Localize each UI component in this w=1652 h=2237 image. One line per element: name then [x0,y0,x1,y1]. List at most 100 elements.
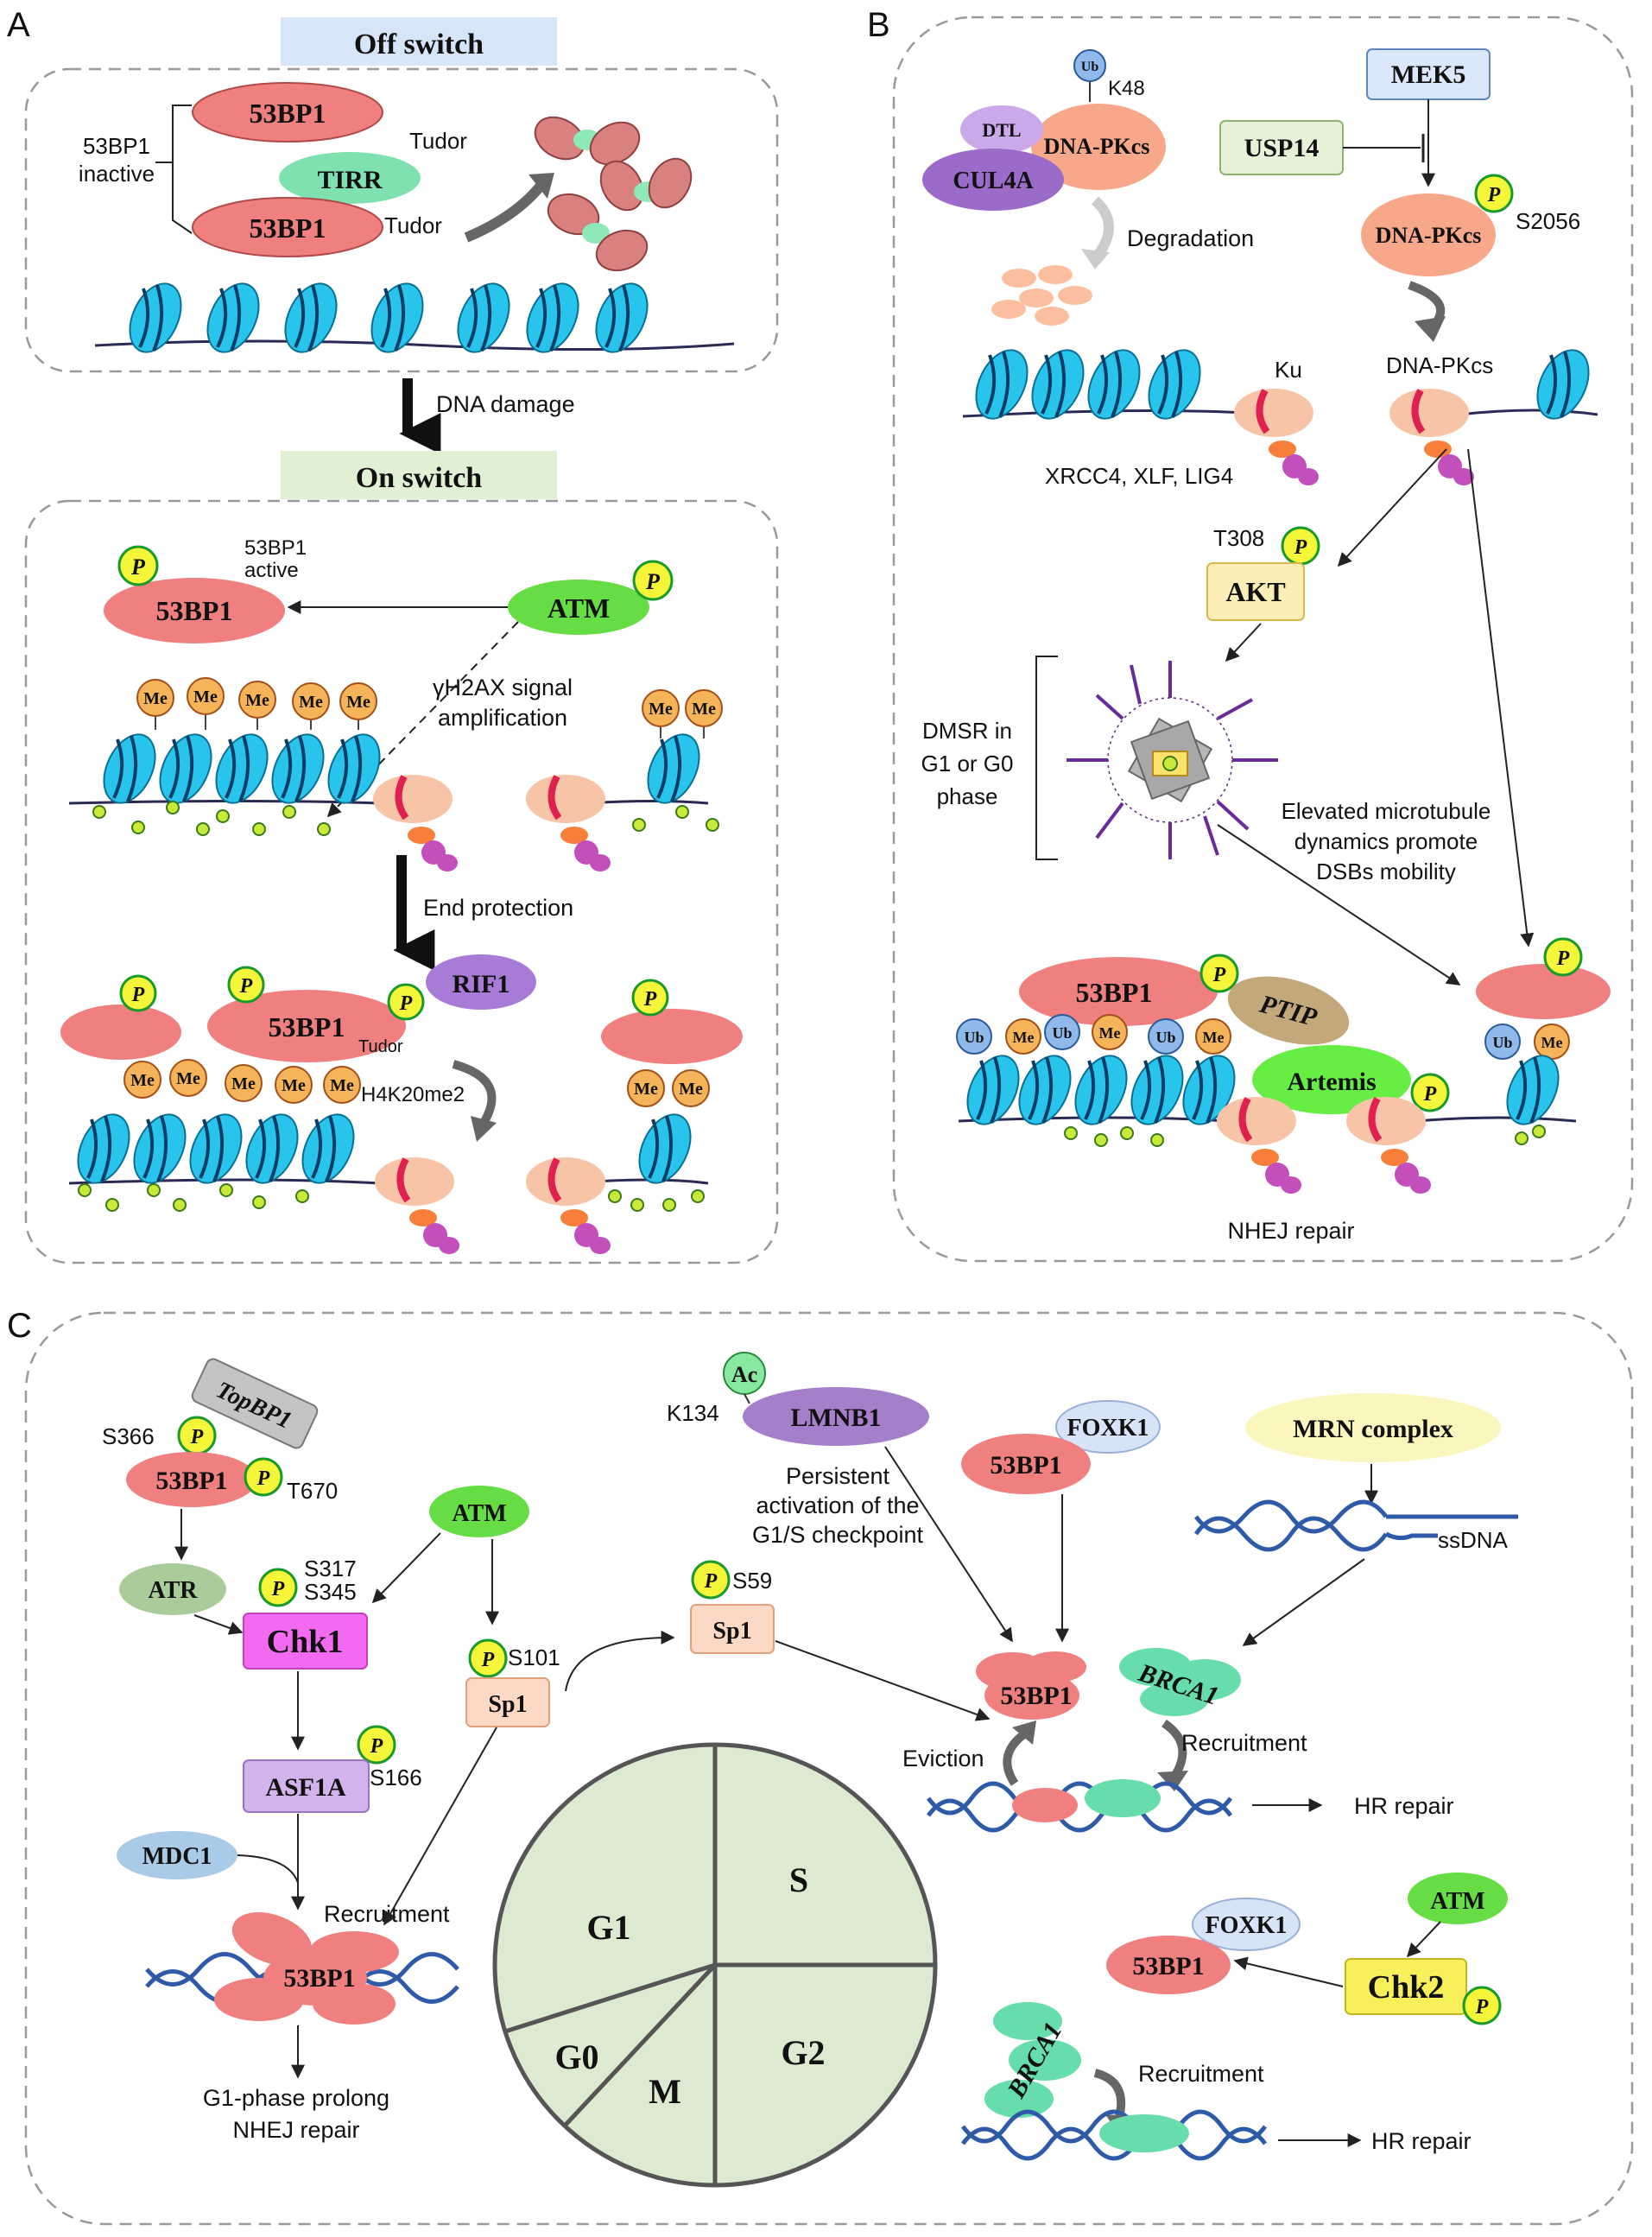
chk2-box [1345,1958,1467,2015]
mrn-label: MRN complex [1293,1415,1453,1443]
active-label-1: 53BP1 [244,536,307,560]
lmnb1-protein [743,1387,929,1446]
phospho-bound-right [631,979,669,1017]
dmsr-bracket [1035,656,1058,860]
dna-helix-center [926,1781,1233,1833]
svg-text:Me: Me [634,1080,658,1099]
53bp1-c-bottom-label: 53BP1 [1132,1952,1204,1980]
s166-label: S166 [370,1765,422,1790]
svg-text:Me: Me [299,693,323,712]
ub-label-top: Ub [1081,60,1099,74]
svg-text:Me: Me [1203,1029,1225,1046]
rif1-label: RIF1 [453,970,510,998]
akt-to-dmsr-arrow [1225,623,1262,662]
svg-text:Me: Me [1099,1024,1121,1042]
chk1-label: Chk1 [267,1624,344,1660]
nhej-label-b: NHEJ repair [1227,1218,1354,1244]
h2ax-dots-b [1064,1125,1546,1147]
akt-box [1206,562,1305,621]
53bp1-top-inactive [192,82,383,143]
s101-label: S101 [508,1644,560,1670]
gh2ax-label-1: γH2AX signal [433,675,573,700]
cul4a-protein [922,149,1064,211]
phospho-53bp1-b-right-label: P [1556,947,1570,970]
chk2-to-53bp1-arrow [1233,1956,1344,1987]
svg-text:Ub: Ub [1155,1029,1175,1046]
dna-helix-mrn [1193,1499,1389,1552]
mdc1-protein [117,1831,237,1879]
brca1-on-dna-center [1085,1779,1161,1817]
dnapk-to-53bp1-arrow [1467,448,1535,947]
svg-text:Me: Me [231,1074,256,1093]
pie-label-m: M [649,2072,681,2111]
sp1-left-label: Sp1 [488,1691,527,1718]
atm-protein-c1 [429,1486,529,1537]
sp1-to-recruitment-arrow [383,1727,497,1926]
svg-text:Me: Me [1541,1034,1563,1051]
brca1-recruit-arrowhead [1157,1771,1188,1791]
sp1-box-right [690,1604,775,1654]
dna-helix-bottom [960,2109,1268,2161]
panel-label-a: A [7,6,30,44]
dissociation-arrowhead [529,173,554,199]
53bp1-bound-left [60,1004,181,1060]
rif1-protein [426,954,536,1010]
dna-pk-complex-b [1234,389,1474,485]
chk2-label: Chk2 [1368,1969,1445,2006]
hr-repair-label-top: HR repair [1354,1793,1454,1819]
degradation-label: Degradation [1127,225,1254,251]
phospho-bound-left [119,974,157,1012]
dmsr-label-1: DMSR in [922,718,1012,744]
atr-to-chk1-arrow [193,1614,244,1635]
t670-label: T670 [287,1478,338,1504]
methyl-marks-on-1: Me Me Me Me Me Me Me [136,677,723,738]
tudor-bound-label: Tudor [358,1037,403,1056]
phospho-atm-label: P [645,569,661,594]
active-label-2: active [244,559,299,582]
recycle-arrowhead-a [471,1116,497,1142]
sp1-to-sp1-arrow [565,1630,675,1692]
foxk1-c-bottom-label: FOXK1 [1206,1912,1288,1939]
h4k20me2-label: H4K20me2 [361,1083,465,1106]
pie-label-g2: G2 [781,2033,825,2072]
atm-to-chk2-arrow [1406,1921,1441,1958]
phospho-s366-label: P [190,1426,204,1448]
asf1a-label: ASF1A [265,1773,346,1802]
persistent-label-2: activation of the [756,1492,919,1518]
mek5-label: MEK5 [1391,60,1466,89]
phospho-bound-center-1 [227,966,265,1004]
phospho-t670-label: P [256,1467,270,1490]
atm-label-c1: ATM [452,1500,506,1527]
brca1-cluster-bottom [984,2002,1081,2118]
dna-strand-off [94,339,735,352]
persistent-label-1: Persistent [786,1463,890,1489]
svg-text:Me: Me [1013,1029,1035,1046]
mrn-complex [1245,1393,1501,1462]
svg-text:Ub: Ub [1492,1034,1512,1051]
panel-b-box [892,16,1634,1263]
off-switch-title: Off switch [354,29,484,60]
53bp1-active [104,578,285,643]
dmsr-label-3: phase [937,783,998,809]
phospho-chk2-label: P [1475,1996,1489,2018]
phospho-atm-a [632,560,674,601]
svg-text:Me: Me [679,1080,703,1099]
dissociation-arrow [464,178,548,243]
brca1-cluster-center [1119,1648,1241,1716]
phospho-chk1 [258,1568,298,1607]
atm-label-c2: ATM [1430,1888,1484,1915]
gh2ax-label-2: amplification [438,705,567,731]
dissociated-complexes [534,116,693,272]
atr-label: ATR [148,1577,198,1604]
53bp1-bound-center [207,990,406,1062]
eviction-label: Eviction [902,1746,984,1771]
microtubule-label-3: DSBs mobility [1316,859,1456,884]
tirr-label: TIRR [317,166,382,194]
sp1-to-53bp1-center-arrow [775,1640,991,1721]
phospho-asf1a-label: P [370,1735,383,1758]
svg-text:Me: Me [649,700,673,719]
lmnb1-label: LMNB1 [791,1404,882,1432]
phospho-bound-center-2 [387,983,425,1021]
inactive-bracket [155,105,193,234]
